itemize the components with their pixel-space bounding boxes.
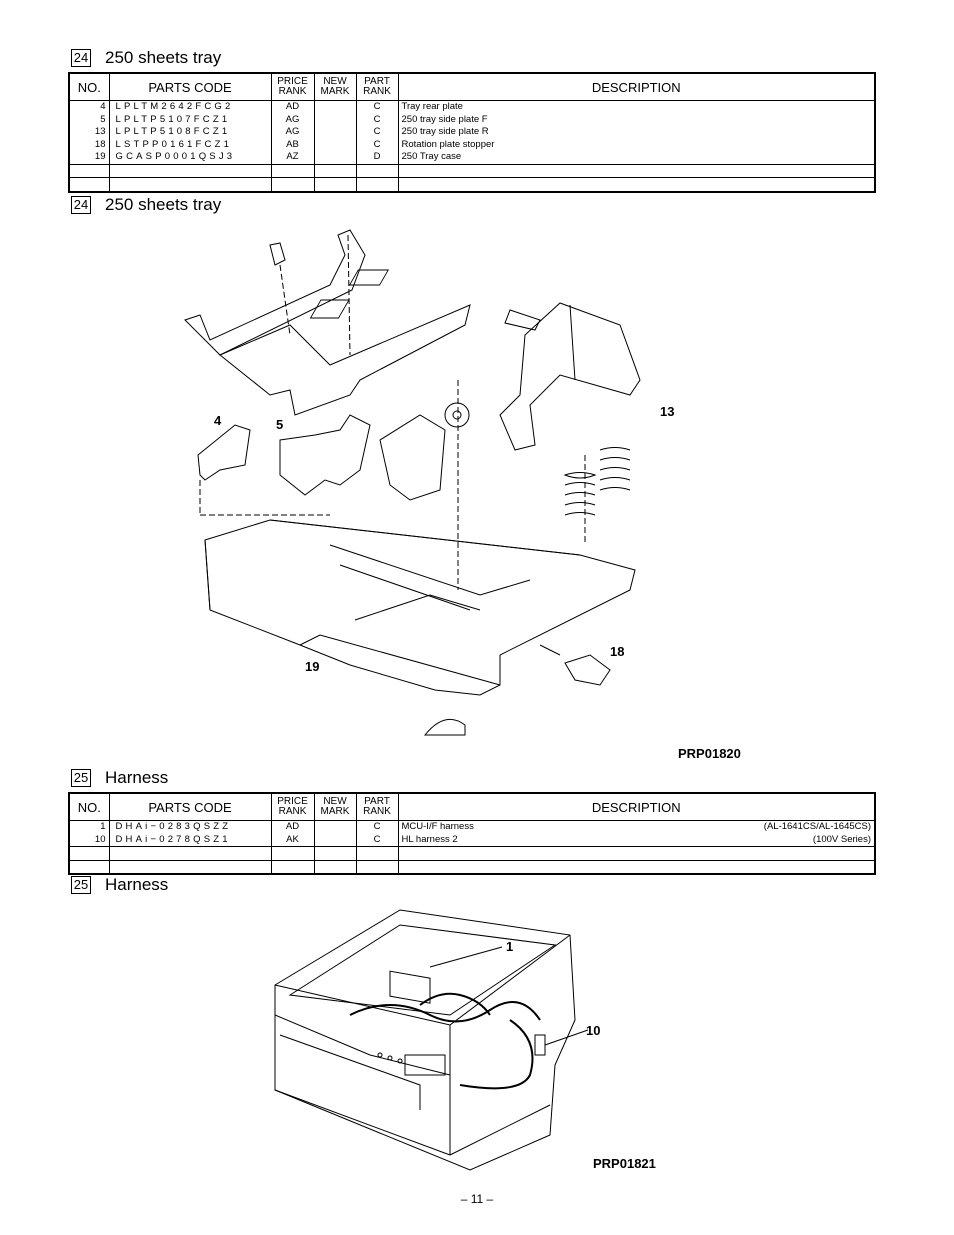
part-code: DHAi−0283QSZZ (108, 820, 272, 834)
part-note: (AL-1641CS/AL-1645CS) (763, 821, 871, 833)
new-mark (313, 138, 357, 151)
callout-13: 13 (660, 404, 675, 419)
new-mark (313, 151, 357, 164)
part-code: LPLTP5107FCZ1 (108, 113, 272, 126)
part-rank: D (355, 151, 399, 164)
part-no: 10 (68, 833, 110, 847)
part-code: DHAi−0278QSZ1 (108, 833, 272, 847)
callout-10: 10 (586, 1023, 601, 1038)
col-header-description: DESCRIPTION (397, 792, 876, 821)
new-mark (313, 833, 357, 847)
price-rank: AB (270, 138, 315, 151)
new-mark (313, 113, 357, 126)
part-code: LSTPP0161FCZ1 (108, 138, 272, 151)
callout-18: 18 (610, 644, 625, 659)
figure-code-harness: PRP01821 (593, 1156, 656, 1171)
part-description: HL harness 2(100V Series) (397, 833, 876, 847)
section-number: 24 (71, 49, 91, 67)
figure-code-tray: PRP01820 (678, 746, 741, 761)
section-title-tray-diagram: 24 250 sheets tray (71, 195, 221, 215)
table-row: 19 GCASP0001QSJ3 AZ D 250 Tray case (68, 151, 876, 164)
part-no: 1 (68, 820, 110, 834)
table-row-empty (68, 163, 876, 178)
price-rank: AZ (270, 151, 315, 164)
table-row-empty (68, 177, 876, 192)
callout-5: 5 (276, 417, 284, 432)
price-rank: AK (270, 833, 315, 847)
callout-1: 1 (506, 939, 514, 954)
table-row: 5 LPLTP5107FCZ1 AG C 250 tray side plate… (68, 113, 876, 126)
section-title-text: Harness (105, 768, 169, 787)
section-title-harness-table: 25 Harness (71, 768, 168, 788)
section-title-tray-table: 24 250 sheets tray (71, 48, 221, 68)
part-description: Tray rear plate (397, 100, 876, 114)
callout-4: 4 (214, 413, 222, 428)
part-no: 4 (68, 100, 110, 114)
part-code: GCASP0001QSJ3 (108, 151, 272, 164)
part-no: 18 (68, 138, 110, 151)
part-code: LPLTP5108FCZ1 (108, 126, 272, 139)
section-number: 24 (71, 196, 91, 214)
part-note: (100V Series) (812, 833, 871, 845)
col-header-no: NO. (68, 72, 110, 101)
part-rank: C (355, 833, 399, 847)
price-rank: AD (270, 820, 315, 834)
new-mark (313, 100, 357, 114)
part-description: 250 tray side plate R (397, 126, 876, 139)
section-number: 25 (71, 876, 91, 894)
table-row: 1 DHAi−0283QSZZ AD C MCU-I/F harness(AL-… (68, 820, 876, 834)
page-number: – 11 – (460, 1192, 494, 1206)
part-description: 250 Tray case (397, 151, 876, 164)
price-rank: AD (270, 100, 315, 114)
table-row: 10 DHAi−0278QSZ1 AK C HL harness 2(100V … (68, 833, 876, 847)
col-header-parts-code: PARTS CODE (108, 72, 272, 101)
new-mark (313, 820, 357, 834)
table-row: 18 LSTPP0161FCZ1 AB C Rotation plate sto… (68, 138, 876, 151)
col-header-no: NO. (68, 792, 110, 821)
part-no: 5 (68, 113, 110, 126)
section-title-text: 250 sheets tray (105, 48, 222, 67)
part-no: 13 (68, 126, 110, 139)
tray-exploded-diagram (184, 229, 641, 736)
section-number: 25 (71, 769, 91, 787)
part-rank: C (355, 138, 399, 151)
table-row-empty (68, 846, 876, 860)
section-title-text: Harness (105, 875, 169, 894)
new-mark (313, 126, 357, 139)
table-row-empty (68, 859, 876, 875)
part-code: LPLTM2642FCG2 (108, 100, 272, 114)
col-header-parts-code: PARTS CODE (108, 792, 272, 821)
section-title-harness-diagram: 25 Harness (71, 875, 168, 895)
table-row: 13 LPLTP5108FCZ1 AG C 250 tray side plat… (68, 126, 876, 139)
table-row: 4 LPLTM2642FCG2 AD C Tray rear plate (68, 100, 876, 114)
callout-19: 19 (305, 659, 320, 674)
price-rank: AG (270, 126, 315, 139)
price-rank: AG (270, 113, 315, 126)
part-description: MCU-I/F harness(AL-1641CS/AL-1645CS) (397, 820, 876, 834)
part-rank: C (355, 113, 399, 126)
harness-copier-diagram (274, 909, 589, 1171)
col-header-description: DESCRIPTION (397, 72, 876, 101)
part-description: 250 tray side plate F (397, 113, 876, 126)
part-description: Rotation plate stopper (397, 138, 876, 151)
part-rank: C (355, 820, 399, 834)
part-rank: C (355, 126, 399, 139)
part-no: 19 (68, 151, 110, 164)
part-rank: C (355, 100, 399, 114)
section-title-text: 250 sheets tray (105, 195, 222, 214)
